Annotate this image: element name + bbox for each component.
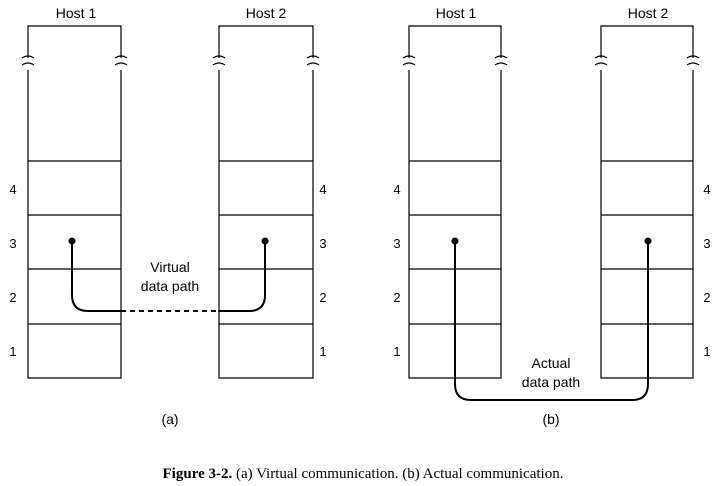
layer-number: 3 xyxy=(319,236,326,251)
host2-label: Host 2 xyxy=(628,5,669,21)
break-mark xyxy=(306,55,320,66)
layer-number: 4 xyxy=(9,182,16,197)
layer-number: 3 xyxy=(9,236,16,251)
host2-stack-a: Host 2 4 3 2 1 xyxy=(212,5,327,379)
host1-label: Host 1 xyxy=(56,5,97,21)
host-top xyxy=(27,25,122,58)
layer-number: 1 xyxy=(393,344,400,359)
path-label-line2: data path xyxy=(141,278,199,294)
break-mark xyxy=(114,55,128,66)
figure-caption: Figure 3-2. (a) Virtual communication. (… xyxy=(163,466,564,482)
host-body xyxy=(27,70,122,379)
panel-label-b: (b) xyxy=(542,411,559,427)
layer-number: 3 xyxy=(703,236,710,251)
path-label-line1: Virtual xyxy=(150,259,189,275)
panel-b: Host 1 4 3 2 1 Host 2 4 3 xyxy=(393,5,710,427)
layer-number: 2 xyxy=(9,290,16,305)
layer-number: 2 xyxy=(319,290,326,305)
break-mark xyxy=(402,55,416,66)
host-body xyxy=(218,70,314,379)
break-mark xyxy=(21,55,35,66)
layer-number: 4 xyxy=(319,182,326,197)
path-solid-line xyxy=(454,240,649,401)
layer-number: 1 xyxy=(9,344,16,359)
break-mark xyxy=(686,55,700,66)
virtual-data-path: Virtual data path xyxy=(68,237,269,312)
layer-number: 3 xyxy=(393,236,400,251)
layer-number: 2 xyxy=(703,290,710,305)
break-mark xyxy=(594,55,608,66)
path-label-line2: data path xyxy=(522,374,580,390)
host1-stack-b: Host 1 4 3 2 1 xyxy=(393,5,508,379)
host-top xyxy=(218,25,314,58)
layer-number: 2 xyxy=(393,290,400,305)
panel-a: Host 1 4 3 2 1 Host 2 4 3 xyxy=(9,5,326,427)
path-solid-segment xyxy=(71,240,122,312)
host-top xyxy=(600,25,694,58)
panel-label-a: (a) xyxy=(161,411,178,427)
host-top xyxy=(408,25,502,58)
path-solid-segment xyxy=(218,240,266,312)
host2-label: Host 2 xyxy=(246,5,287,21)
path-label-line1: Actual xyxy=(532,355,571,371)
layer-number: 4 xyxy=(393,182,400,197)
caption-text: (a) Virtual communication. (b) Actual co… xyxy=(232,466,563,482)
layer-number: 1 xyxy=(319,344,326,359)
host1-label: Host 1 xyxy=(436,5,477,21)
host1-stack-a: Host 1 4 3 2 1 xyxy=(9,5,128,379)
layer-number: 1 xyxy=(703,344,710,359)
actual-data-path: Actual data path xyxy=(451,237,652,401)
host2-stack-b: Host 2 4 3 2 1 xyxy=(594,5,711,379)
caption-label: Figure 3-2. xyxy=(163,466,233,482)
break-mark xyxy=(494,55,508,66)
layer-number: 4 xyxy=(703,182,710,197)
break-mark xyxy=(212,55,226,66)
